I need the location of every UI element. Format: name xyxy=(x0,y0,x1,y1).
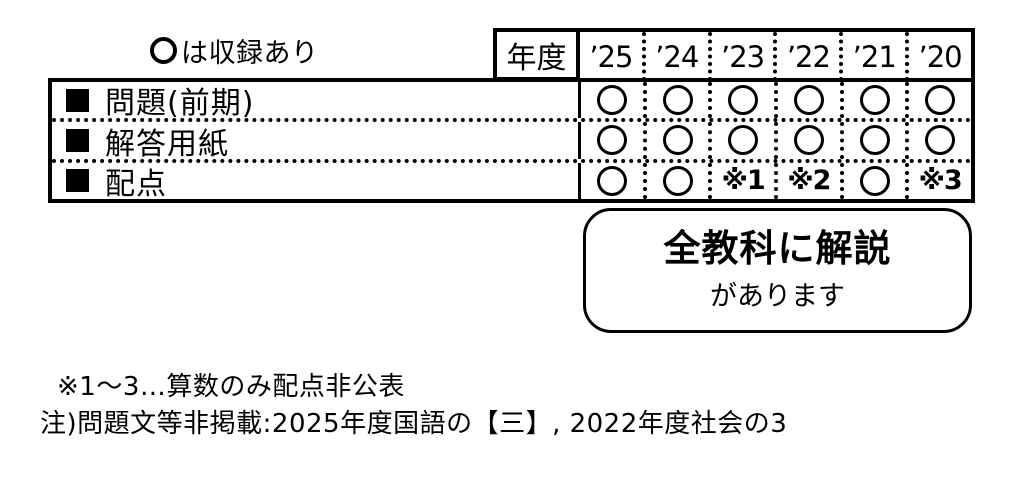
row-label-text: 解答用紙 xyxy=(105,126,229,162)
included-circle-icon xyxy=(662,165,693,196)
included-circle-icon xyxy=(859,125,890,156)
row-cells xyxy=(581,122,971,159)
callout-title: 全教科に解説 xyxy=(663,226,892,270)
footnotes: ※1〜3…算数のみ配点非公表 注)問題文等非掲載:2025年度国語の【三】, 2… xyxy=(40,369,787,443)
availability-cell xyxy=(905,82,971,119)
included-circle-icon xyxy=(728,125,759,156)
availability-cell xyxy=(774,122,840,159)
year-header-cell: ’21 xyxy=(839,32,905,81)
black-square-bullet-icon xyxy=(66,88,89,112)
availability-cell xyxy=(839,162,906,199)
year-header-cell: ’22 xyxy=(773,32,839,81)
availability-cell: ※2 xyxy=(774,162,840,199)
availability-cell xyxy=(774,82,840,119)
row-label-text: 問題(前期) xyxy=(105,86,255,122)
year-header-cell: ’25 xyxy=(589,39,633,74)
availability-cell xyxy=(905,122,971,159)
availability-cell: ※1 xyxy=(708,162,774,199)
included-circle-icon xyxy=(925,125,956,156)
row-label: 配点 xyxy=(52,162,581,202)
reference-mark: ※2 xyxy=(787,165,831,197)
reference-mark: ※1 xyxy=(721,165,766,197)
year-header-cells: ’25’24’23’22’21’20 xyxy=(580,28,975,81)
year-header-cell: ’24 xyxy=(641,32,708,81)
included-circle-icon xyxy=(859,85,890,116)
circle-icon xyxy=(150,36,177,64)
year-header-cell: ’20 xyxy=(905,32,971,81)
footnote-exclusions: 注)問題文等非掲載:2025年度国語の【三】, 2022年度社会の3 xyxy=(40,409,788,439)
row-label-text: 配点 xyxy=(105,166,167,202)
legend-text: は収録あり xyxy=(181,37,319,69)
included-circle-icon xyxy=(859,165,890,196)
callout-box: 全教科に解説 があります xyxy=(583,208,972,333)
included-circle-icon xyxy=(596,125,627,156)
table-row: 配点 ※1 ※2 ※3 xyxy=(52,158,971,202)
table-header-band: 年度 ’25’24’23’22’21’20 xyxy=(493,28,975,81)
included-circle-icon xyxy=(793,85,824,116)
included-circle-icon xyxy=(793,125,824,156)
availability-table: 問題(前期) 解答用紙配点 ※1 ※2 ※3 xyxy=(48,78,975,203)
availability-cell xyxy=(839,82,906,119)
included-circle-icon xyxy=(596,165,627,196)
included-circle-icon xyxy=(662,85,693,116)
included-circle-icon xyxy=(728,85,759,116)
row-cells: ※1 ※2 ※3 xyxy=(581,162,971,199)
availability-cell xyxy=(581,82,643,118)
included-circle-icon xyxy=(662,125,693,156)
availability-cell xyxy=(708,122,774,159)
legend: は収録あり xyxy=(150,30,319,70)
availability-cell xyxy=(581,163,643,199)
availability-cell xyxy=(839,122,906,159)
row-label: 問題(前期) xyxy=(52,82,581,121)
row-cells xyxy=(581,82,971,119)
table-row: 解答用紙 xyxy=(52,118,971,162)
callout-subtitle: があります xyxy=(710,281,845,313)
year-header-label: 年度 xyxy=(493,28,580,81)
availability-cell xyxy=(708,82,774,119)
availability-cell xyxy=(581,122,643,158)
availability-cell xyxy=(642,82,709,119)
availability-cell xyxy=(642,162,709,199)
row-label: 解答用紙 xyxy=(52,122,581,162)
year-header-cell: ’23 xyxy=(707,32,774,81)
black-square-bullet-icon xyxy=(66,128,89,152)
included-circle-icon xyxy=(596,85,627,116)
availability-cell xyxy=(642,122,709,159)
included-circle-icon xyxy=(925,85,956,116)
table-row: 問題(前期) xyxy=(52,82,971,121)
reference-mark: ※3 xyxy=(918,165,963,197)
footnote-asterisks: ※1〜3…算数のみ配点非公表 xyxy=(57,372,405,402)
availability-cell: ※3 xyxy=(905,162,971,199)
black-square-bullet-icon xyxy=(66,169,89,193)
